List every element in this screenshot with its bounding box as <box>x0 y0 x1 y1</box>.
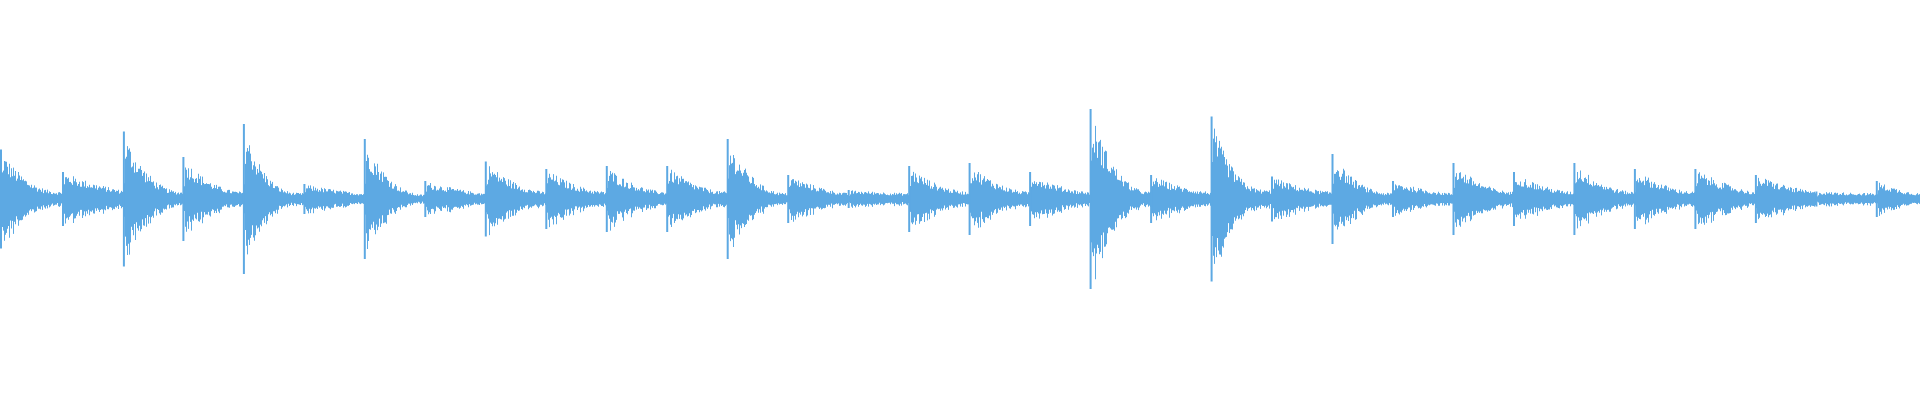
waveform-bars <box>0 109 1920 289</box>
waveform-signal <box>1 125 1920 280</box>
